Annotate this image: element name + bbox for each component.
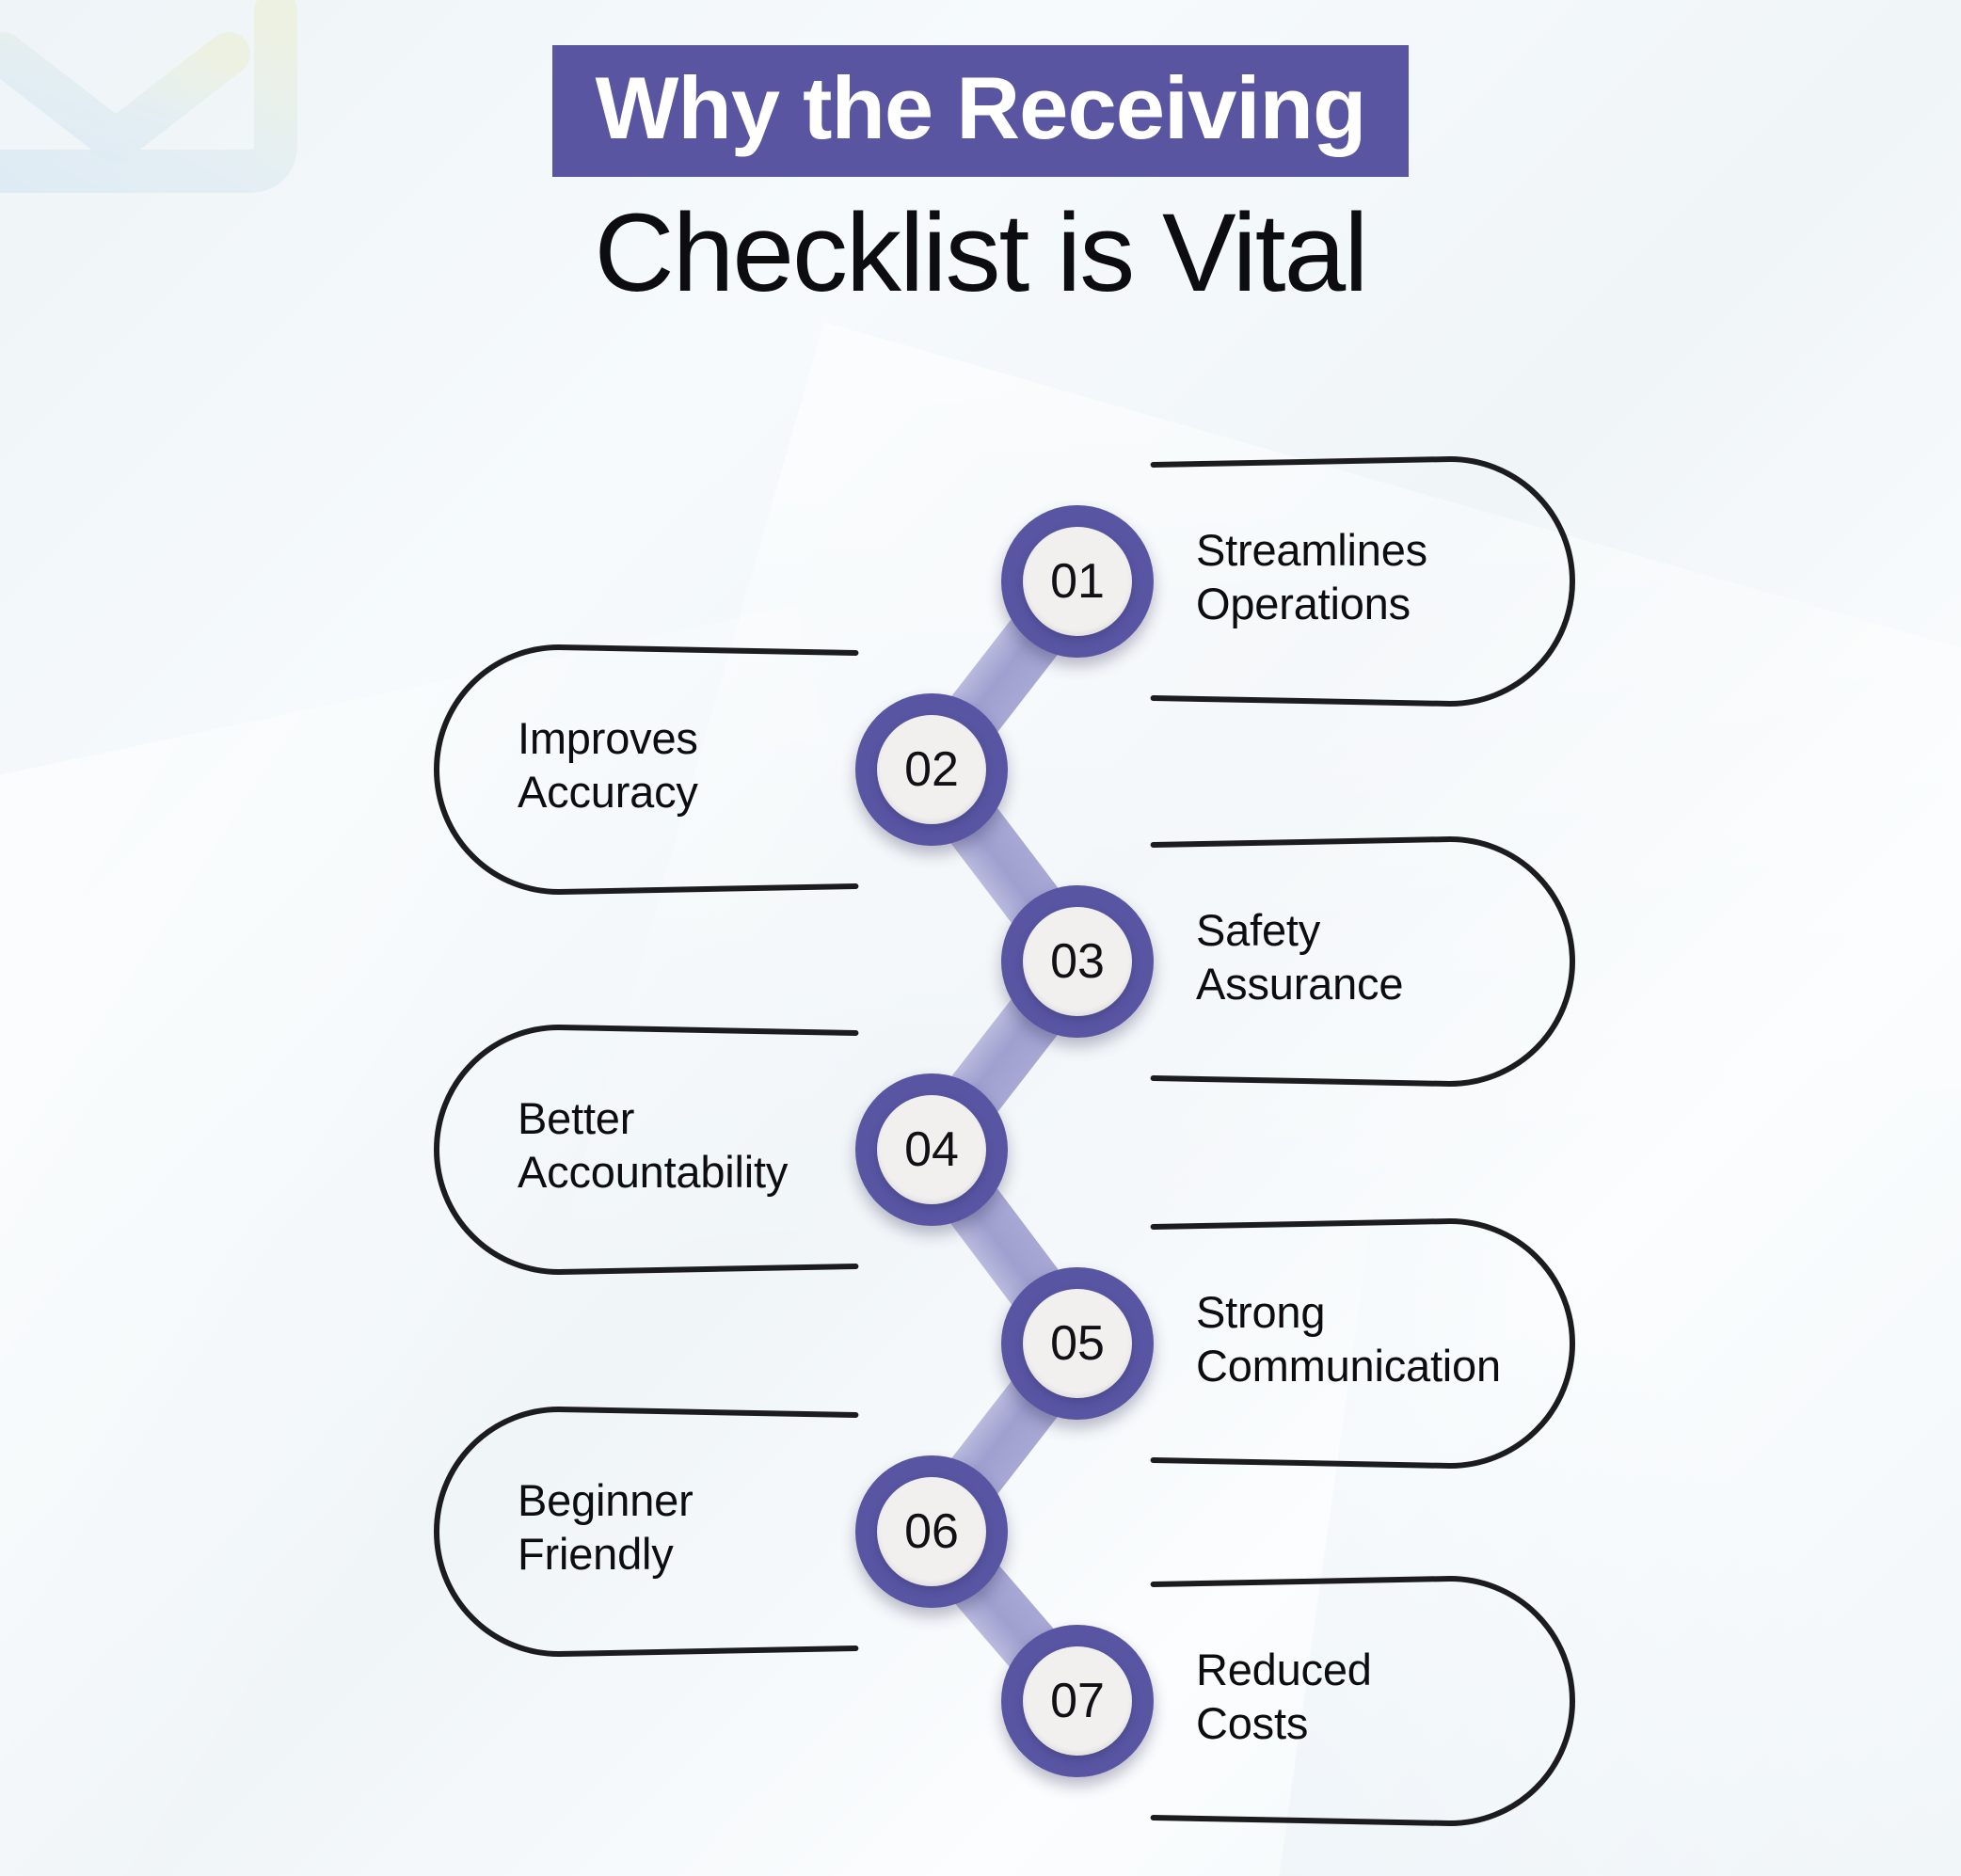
timeline-item-label: Strong Communication [1196,1287,1501,1391]
timeline-node-02[interactable]: 02 [855,693,1008,846]
timeline-item-label: Beginner Friendly [518,1475,694,1580]
pill-outline [1150,835,1575,1088]
timeline-node-number: 06 [904,1504,959,1559]
page-title-line2: Checklist is Vital [594,191,1369,315]
title-banner: Why the Receiving [551,45,1410,177]
timeline-item-label: Improves Accuracy [518,713,698,818]
timeline-node-01[interactable]: 01 [1001,505,1154,658]
timeline-node-number: 07 [1050,1674,1105,1728]
timeline-node-inner: 03 [1023,907,1132,1016]
timeline-node-inner: 02 [877,715,986,824]
timeline-node-number: 04 [904,1122,959,1177]
timeline-node-inner: 06 [877,1477,986,1586]
timeline-node-number: 02 [904,742,959,797]
timeline-pill-06 [434,1406,907,1658]
timeline-item-label: Reduced Costs [1196,1645,1372,1749]
pill-outline [1150,1575,1575,1827]
timeline-node-number: 01 [1050,554,1105,609]
timeline-pill-05 [1102,1217,1575,1470]
timeline-node-number: 05 [1050,1316,1105,1371]
pill-outline [434,1024,859,1276]
timeline-pill-07 [1102,1575,1575,1827]
timeline-node-number: 03 [1050,934,1105,989]
timeline-item-label: Better Accountability [518,1093,789,1198]
page-title-line1: Why the Receiving [595,58,1367,157]
timeline-node-06[interactable]: 06 [855,1455,1008,1608]
timeline-node-inner: 04 [877,1095,986,1204]
timeline-node-inner: 07 [1023,1646,1132,1756]
timeline-item-label: Safety Assurance [1196,905,1404,1010]
pill-outline [434,1406,859,1658]
timeline-node-inner: 01 [1023,527,1132,636]
timeline-pill-01 [1102,455,1575,707]
timeline-node-04[interactable]: 04 [855,1073,1008,1226]
pill-outline [1150,455,1575,707]
pill-outline [434,644,859,896]
timeline-node-05[interactable]: 05 [1001,1267,1154,1420]
timeline-node-inner: 05 [1023,1289,1132,1398]
timeline-pill-04 [434,1024,907,1276]
timeline-item-label: Streamlines Operations [1196,525,1427,629]
page-header: Why the Receiving Checklist is Vital [0,0,1961,309]
pill-outline [1150,1217,1575,1470]
timeline-pill-03 [1102,835,1575,1088]
timeline-node-03[interactable]: 03 [1001,885,1154,1038]
timeline-node-07[interactable]: 07 [1001,1625,1154,1777]
timeline-pill-02 [434,644,907,896]
